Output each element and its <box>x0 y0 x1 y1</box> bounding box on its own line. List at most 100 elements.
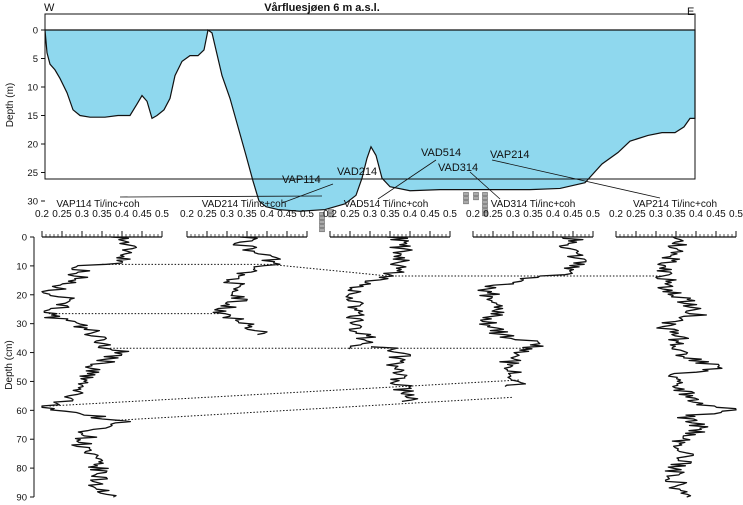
profile-tick-label: 10 <box>27 83 38 94</box>
core-vad314-segment <box>473 196 479 201</box>
core-vad214-segment <box>328 213 334 218</box>
core-leader-line <box>119 195 323 198</box>
log-tick-label: 0.45 <box>132 209 152 220</box>
correlation-lines <box>48 263 665 421</box>
log-curve-vad514 <box>370 346 419 403</box>
correlation-line <box>49 379 520 407</box>
profile-tick-label: 0 <box>33 26 38 37</box>
depth-tick-label: 70 <box>16 435 27 446</box>
core-vap214-segment <box>482 192 488 197</box>
log-tick-label: 0.3 <box>363 209 377 220</box>
core-leader-line <box>281 183 334 204</box>
log-tick-label: 0.3 <box>506 209 520 220</box>
core-label-vap114: VAP114 <box>282 174 321 186</box>
core-vad514-segment <box>463 196 469 201</box>
log-curve-vad514 <box>345 236 413 350</box>
log-tick-label: 0.5 <box>729 209 743 220</box>
profile-panel: 0 5 10 15 20 25 30 Vårfluesjøen 6 m a.s.l. W E… <box>5 2 696 233</box>
log-curves <box>41 236 737 498</box>
log-tick-label: 0.45 <box>563 209 583 220</box>
log-tick-label: 0.25 <box>197 209 217 220</box>
log-tick-label: 0.5 <box>300 209 314 220</box>
profile-y-axis-label: Depth (m) <box>5 83 16 127</box>
depth-tick-label: 0 <box>22 233 27 244</box>
core-labels: VAP114 VAD214 VAD514 VAD314 VAP214 <box>282 147 530 186</box>
log-title-vap114: VAP114 Ti/inc+coh <box>56 199 139 210</box>
log-tick-label: 0.4 <box>260 209 274 220</box>
core-vap214-segment <box>482 204 488 209</box>
profile-tick-label: 15 <box>27 111 38 122</box>
core-label-vad314: VAD314 <box>438 162 478 174</box>
core-vap114-segment <box>319 224 325 229</box>
log-tick-label: 0.5 <box>586 209 600 220</box>
core-leader-line <box>469 171 501 200</box>
correlation-line <box>102 263 665 277</box>
profile-tick-label: 5 <box>33 54 38 65</box>
log-tick-label: 0.5 <box>155 209 169 220</box>
core-vap114-segment <box>319 216 325 221</box>
profile-title: Vårfluesjøen 6 m a.s.l. <box>264 2 380 14</box>
log-title-vad514: VAD514 Ti/inc+coh <box>344 199 429 210</box>
log-tick-label: 0.4 <box>546 209 560 220</box>
depth-tick-label: 30 <box>16 319 27 330</box>
core-vap114-segment <box>319 212 325 217</box>
core-vap114-segment <box>319 228 325 233</box>
log-tick-label: 0.25 <box>52 209 72 220</box>
log-tick-label: 0.25 <box>483 209 503 220</box>
log-tick-label: 0.45 <box>420 209 440 220</box>
depth-tick-label: 60 <box>16 406 27 417</box>
log-tick-label: 0.2 <box>180 209 194 220</box>
log-tick-label: 0.35 <box>666 209 686 220</box>
correlation-line <box>114 396 514 421</box>
core-vap214-segment <box>482 212 488 217</box>
core-label-vad214: VAD214 <box>337 166 377 178</box>
log-y-axis-label: Depth (cm) <box>4 340 15 389</box>
core-vap214-segment <box>482 208 488 213</box>
log-title-vap214: VAP214 Ti/inc+coh <box>633 199 717 210</box>
profile-depth-axis: 0 5 10 15 20 25 30 <box>27 26 45 208</box>
log-titles: VAP114 Ti/inc+coh VAD214 Ti/inc+coh VAD5… <box>56 199 717 210</box>
log-title-vad214: VAD214 Ti/inc+coh <box>202 199 287 210</box>
depth-tick-label: 50 <box>16 377 27 388</box>
log-tick-label: 0.3 <box>75 209 89 220</box>
log-curve-vad314 <box>477 236 587 388</box>
log-tick-label: 0.2 <box>323 209 337 220</box>
core-vap214-segment <box>482 196 488 201</box>
lake-water-area <box>44 28 696 212</box>
log-tick-label: 0.25 <box>626 209 646 220</box>
log-tick-label: 0.2 <box>609 209 623 220</box>
log-tick-label: 0.35 <box>380 209 400 220</box>
core-vad514-segment <box>463 200 469 205</box>
log-tick-label: 0.5 <box>443 209 457 220</box>
log-tick-label: 0.45 <box>277 209 297 220</box>
west-label: W <box>44 2 55 14</box>
profile-tick-label: 20 <box>27 140 38 151</box>
log-title-vad314: VAD314 Ti/inc+coh <box>491 199 576 210</box>
core-label-vap214: VAP214 <box>490 149 530 161</box>
log-tick-label: 0.35 <box>523 209 543 220</box>
depth-tick-label: 20 <box>16 290 27 301</box>
depth-tick-label: 80 <box>16 464 27 475</box>
core-vap114-segment <box>319 220 325 225</box>
profile-tick-label: 30 <box>27 197 38 208</box>
core-vad314-segment <box>473 192 479 197</box>
depth-tick-label: 90 <box>16 493 27 504</box>
core-leader-line <box>377 159 437 200</box>
log-tick-label: 0.35 <box>92 209 112 220</box>
core-label-vad514: VAD514 <box>421 147 461 159</box>
core-vad514-segment <box>463 192 469 197</box>
log-curve-vad214 <box>212 236 281 336</box>
log-tick-label: 0.3 <box>220 209 234 220</box>
east-label: E <box>687 6 694 18</box>
log-tick-label: 0.4 <box>403 209 417 220</box>
log-tick-label: 0.2 <box>35 209 49 220</box>
log-tick-label: 0.3 <box>649 209 663 220</box>
profile-frame <box>44 13 696 180</box>
profile-tick-label: 25 <box>27 168 38 179</box>
log-tick-label: 0.45 <box>706 209 726 220</box>
core-markers <box>319 192 488 233</box>
